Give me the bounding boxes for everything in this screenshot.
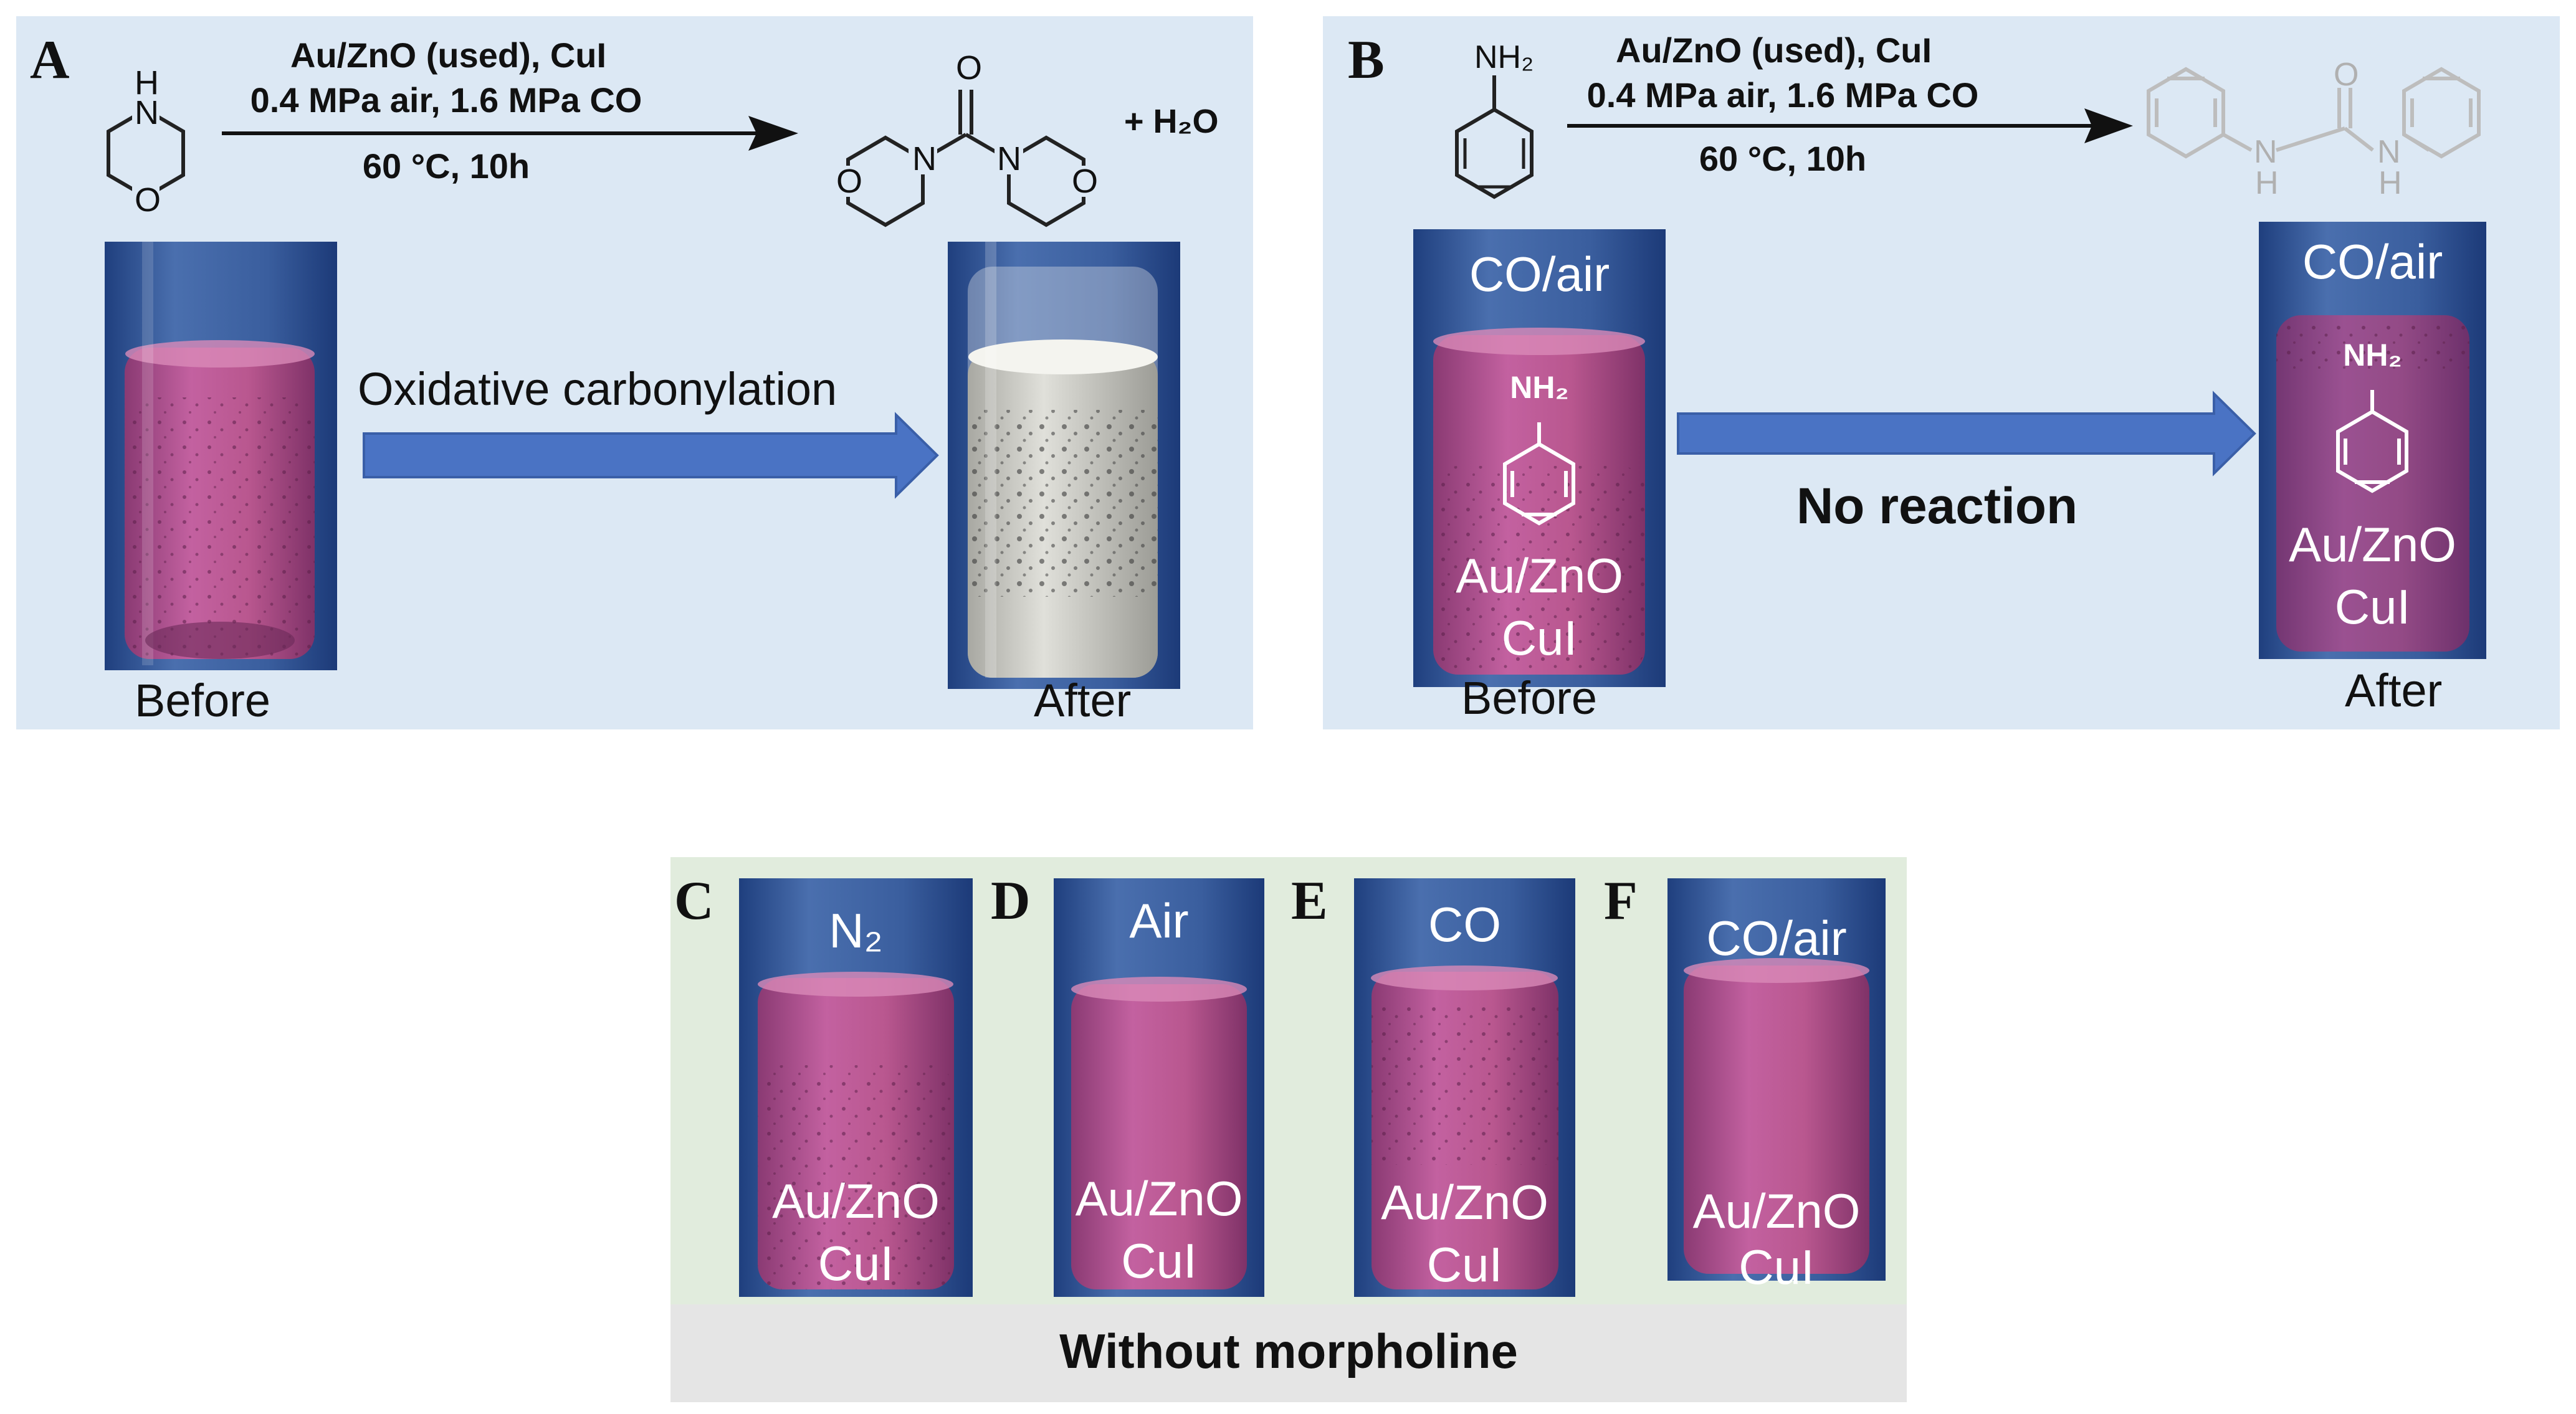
after-cui-label: CuI xyxy=(2334,579,2411,634)
urea-product-structure xyxy=(834,61,1098,227)
oxidative-carbonylation-label: Oxidative carbonylation xyxy=(358,363,837,415)
product-o-left: O xyxy=(836,163,863,200)
before-caption: Before xyxy=(135,675,271,726)
before-catalyst-label: Au/ZnO xyxy=(1456,548,1623,603)
conditions-line3: 60 °C, 10h xyxy=(362,146,530,186)
after-tube-photo xyxy=(948,242,1180,689)
tube-d-cui-label: CuI xyxy=(1121,1233,1197,1288)
conditions-line2: 0.4 MPa air, 1.6 MPa CO xyxy=(250,80,642,120)
no-reaction-label: No reaction xyxy=(1796,478,2078,534)
tube-e-cui-label: CuI xyxy=(1426,1237,1503,1292)
urea-h-right: H xyxy=(2378,165,2402,201)
morpholine-o-label: O xyxy=(135,181,161,219)
reaction-arrow xyxy=(222,116,798,151)
tube-c-gas-label: N₂ xyxy=(829,903,883,958)
conditions-line2: 0.4 MPa air, 1.6 MPa CO xyxy=(1586,75,1979,115)
product-n-right: N xyxy=(997,140,1021,178)
tube-d-gas-label: Air xyxy=(1129,893,1189,948)
conditions-line1: Au/ZnO (used), CuI xyxy=(1616,31,1932,70)
panel-f-label: F xyxy=(1604,871,1638,931)
tube-d-catalyst-label: Au/ZnO xyxy=(1075,1171,1243,1226)
diphenylurea-structure xyxy=(2147,67,2481,159)
tube-c-cui-label: CuI xyxy=(818,1236,894,1291)
tube-c-catalyst-label: Au/ZnO xyxy=(772,1174,940,1228)
after-gas-label: CO/air xyxy=(2302,234,2443,289)
before-tube-photo xyxy=(105,242,337,670)
conditions-line1: Au/ZnO (used), CuI xyxy=(290,36,607,75)
before-nh2-label: NH₂ xyxy=(1510,370,1569,405)
after-caption: After xyxy=(2345,665,2443,716)
after-caption: After xyxy=(1034,675,1132,726)
before-tube-photo: CO/air NH₂ Au/ZnO CuI xyxy=(1413,229,1666,687)
conditions-line3: 60 °C, 10h xyxy=(1699,139,1867,178)
before-gas-label: CO/air xyxy=(1469,247,1610,301)
tube-c-photo: N₂ Au/ZnO CuI xyxy=(739,878,973,1297)
tube-f-catalyst-label: Au/ZnO xyxy=(1692,1184,1861,1238)
aniline-structure xyxy=(1455,75,1534,199)
without-morpholine-label: Without morpholine xyxy=(1059,1324,1518,1378)
without-morpholine-footer: Without morpholine xyxy=(670,1304,1907,1402)
morpholine-n-label: N xyxy=(135,94,159,131)
before-caption: Before xyxy=(1461,672,1598,724)
urea-carbonyl-o: O xyxy=(2334,57,2359,93)
product-carbonyl-o: O xyxy=(956,49,983,87)
morpholine-structure xyxy=(107,95,185,212)
tube-e-gas-label: CO xyxy=(1428,897,1501,952)
after-nh2-label: NH₂ xyxy=(2343,338,2402,372)
panel-d-label: D xyxy=(991,871,1031,931)
tube-d-photo: Air Au/ZnO CuI xyxy=(1054,878,1264,1297)
product-n-left: N xyxy=(912,140,937,178)
product-o-right: O xyxy=(1072,163,1099,200)
tube-f-cui-label: CuI xyxy=(1739,1240,1815,1294)
no-reaction-arrow xyxy=(1677,391,2256,477)
urea-n-left: N xyxy=(2254,134,2278,170)
morpholine-nh-label: H xyxy=(135,64,159,102)
panel-b-label: B xyxy=(1348,30,1385,90)
panel-c-f: C N₂ Au/ZnO CuI D Air Au/ZnO CuI E CO xyxy=(670,857,1907,1402)
urea-h-left: H xyxy=(2255,165,2279,201)
panel-e-label: E xyxy=(1291,871,1328,931)
before-cui-label: CuI xyxy=(1501,610,1578,665)
tube-f-gas-label: CO/air xyxy=(1706,911,1847,966)
after-tube-photo: CO/air NH₂ Au/ZnO CuI xyxy=(2259,222,2486,659)
tube-e-catalyst-label: Au/ZnO xyxy=(1381,1175,1548,1230)
panel-a: A H N O Au/ZnO (used), CuI 0.4 MPa air, … xyxy=(16,16,1253,729)
panel-a-label: A xyxy=(30,30,70,90)
urea-n-right: N xyxy=(2377,134,2401,170)
process-arrow xyxy=(363,412,939,499)
after-catalyst-label: Au/ZnO xyxy=(2289,517,2456,572)
panel-c-label: C xyxy=(674,871,714,931)
side-product-water: + H₂O xyxy=(1124,103,1219,140)
tube-f-photo: CO/air Au/ZnO xyxy=(1667,878,1886,1281)
reaction-arrow xyxy=(1567,108,2133,143)
tube-e-photo: CO Au/ZnO CuI xyxy=(1354,878,1575,1297)
aniline-nh2-label: NH₂ xyxy=(1474,39,1534,75)
panel-b: B NH₂ Au/ZnO (used), CuI 0.4 MPa air, 1.… xyxy=(1323,16,2560,729)
